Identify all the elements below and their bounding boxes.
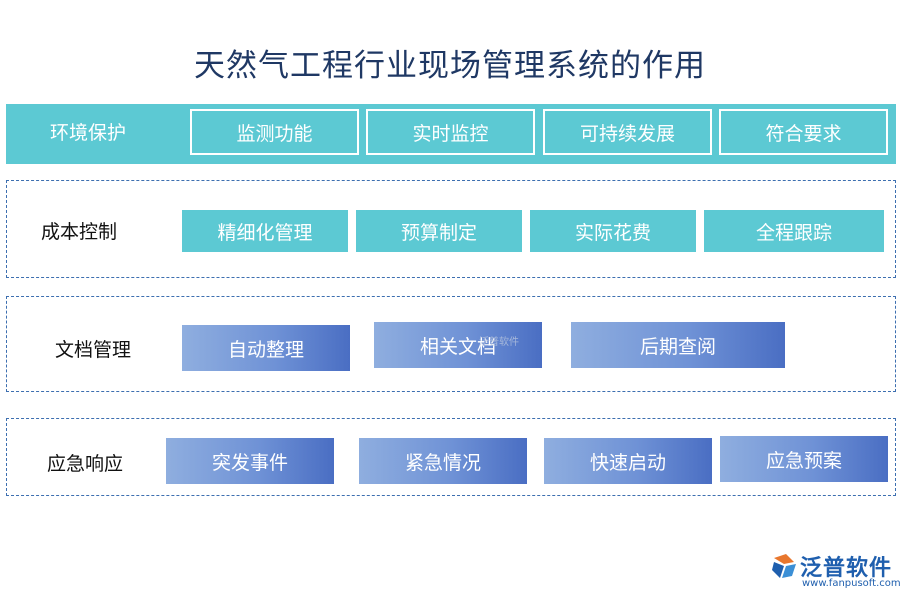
row-label-environment: 环境保护 — [50, 122, 127, 144]
cost-item-actual: 实际花费 — [530, 210, 696, 252]
cost-item-budget: 预算制定 — [356, 210, 522, 252]
logo-url: www.fanpusoft.com — [802, 578, 900, 589]
emg-item-plan: 应急预案 — [720, 436, 888, 482]
row-environment: 环境保护 监测功能 实时监控 可持续发展 符合要求 — [6, 104, 896, 164]
row-emergency: 应急响应 突发事件 紧急情况 快速启动 应急预案 — [6, 418, 896, 496]
emg-item-quickstart: 快速启动 — [544, 438, 712, 484]
cost-item-tracking: 全程跟踪 — [704, 210, 884, 252]
row-cost: 成本控制 精细化管理 预算制定 实际花费 全程跟踪 — [6, 180, 896, 278]
diagram-title: 天然气工程行业现场管理系统的作用 — [194, 48, 706, 84]
env-item-monitoring: 监测功能 — [190, 109, 359, 155]
emg-item-urgent: 紧急情况 — [359, 438, 527, 484]
doc-item-related: 相关文档 — [374, 322, 542, 368]
brand-logo: 泛普软件 www.fanpusoft.com — [770, 550, 900, 594]
emg-item-sudden: 突发事件 — [166, 438, 334, 484]
row-label-emergency: 应急响应 — [47, 453, 124, 475]
env-item-compliance: 符合要求 — [719, 109, 888, 155]
watermark: 泛普软件 — [479, 337, 519, 348]
row-label-cost: 成本控制 — [41, 221, 118, 243]
env-item-realtime: 实时监控 — [366, 109, 535, 155]
cost-item-refined: 精细化管理 — [182, 210, 348, 252]
doc-item-auto: 自动整理 — [182, 325, 350, 371]
env-item-sustainable: 可持续发展 — [543, 109, 712, 155]
row-document: 文档管理 自动整理 相关文档 泛普软件 后期查阅 — [6, 296, 896, 392]
logo-mark-icon — [772, 554, 796, 578]
row-label-document: 文档管理 — [55, 339, 132, 361]
doc-item-review: 后期查阅 — [571, 322, 785, 368]
logo-name: 泛普软件 — [800, 556, 893, 581]
